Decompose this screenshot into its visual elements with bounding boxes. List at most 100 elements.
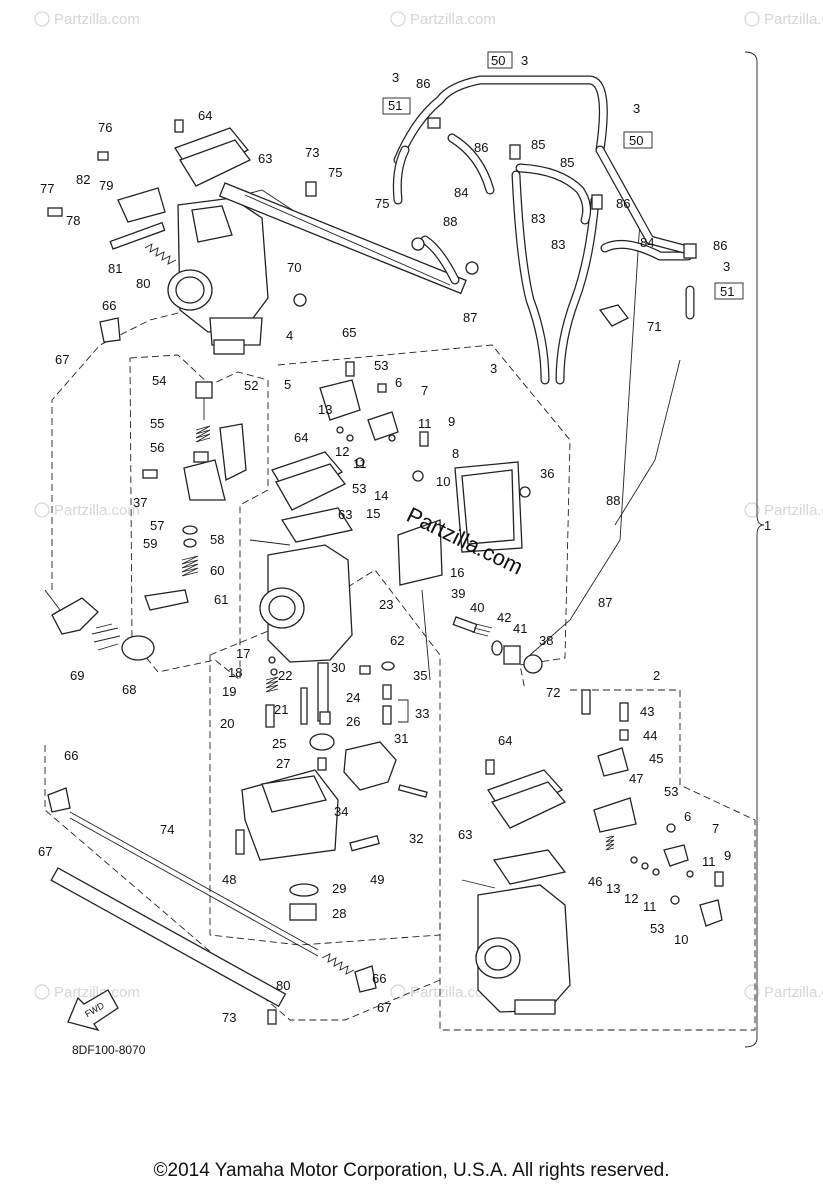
spring-80-upper [144, 243, 177, 265]
callout-label-53: 53 [352, 481, 366, 496]
leader-line [44, 589, 61, 611]
callout-label-55: 55 [150, 416, 164, 431]
top-cover-63-upper [174, 127, 251, 187]
callout-label-86: 86 [474, 140, 488, 155]
callout-label-70: 70 [287, 260, 301, 275]
watermark-top-right: Partzilla.com [744, 11, 823, 28]
callout-label-6: 6 [684, 809, 691, 824]
upper-carburetor-body [167, 189, 301, 355]
bracket-66-lower [354, 965, 377, 993]
callout-label-46: 46 [588, 874, 602, 889]
joint-86b [509, 144, 521, 160]
callout-label-22: 22 [278, 668, 292, 683]
watermark-layer: Partzilla.com Partzilla.com Partzilla.co… [34, 11, 823, 1001]
callout-label-11: 11 [643, 899, 657, 914]
rail-lower [50, 867, 287, 1008]
callout-label-40: 40 [470, 600, 484, 615]
callout-label-72: 72 [546, 685, 560, 700]
callout-label-20: 20 [220, 716, 234, 731]
leader-line [529, 219, 641, 656]
callout-label-17: 17 [236, 646, 250, 661]
callout-label-54: 54 [152, 373, 166, 388]
callout-label-78: 78 [66, 213, 80, 228]
callout-label-74: 74 [160, 822, 174, 837]
svg-text:Partzilla.com: Partzilla.com [764, 502, 823, 519]
callout-box [487, 51, 513, 69]
callout-box [623, 131, 653, 149]
callout-label-38: 38 [539, 633, 553, 648]
callout-label-32: 32 [409, 831, 423, 846]
middle-carburetor-body [249, 507, 354, 663]
callout-label-14: 14 [374, 488, 388, 503]
callout-label-15: 15 [366, 506, 380, 521]
callout-label-11: 11 [418, 416, 432, 431]
callout-label-44: 44 [643, 728, 657, 743]
callout-label-34: 34 [334, 804, 348, 819]
watermark-low-right: Partzilla.com [744, 984, 823, 1001]
callout-label-31: 31 [394, 731, 408, 746]
sync-shaft-74b [69, 817, 319, 957]
callout-label-83: 83 [551, 237, 565, 252]
watermark-low-left: Partzilla.com [34, 984, 140, 1001]
callout-label-83: 83 [531, 211, 545, 226]
clip-71 [598, 304, 629, 327]
callout-label-62: 62 [390, 633, 404, 648]
callout-label-21: 21 [274, 702, 288, 717]
callout-label-65: 65 [342, 325, 356, 340]
callout-label-86: 86 [416, 76, 430, 91]
screw-10a [412, 470, 424, 482]
svg-text:Partzilla.com: Partzilla.com [410, 984, 496, 1001]
callout-label-86: 86 [713, 238, 727, 253]
callout-label-60: 60 [210, 563, 224, 578]
throttle-stop-bracket-82 [117, 187, 166, 223]
callout-box [382, 97, 411, 115]
left-linkage-parts [142, 381, 247, 611]
screw-64a [174, 119, 184, 133]
callout-label-85: 85 [531, 137, 545, 152]
callout-label-80: 80 [276, 978, 290, 993]
callout-label-66: 66 [372, 971, 386, 986]
callout-label-9: 9 [724, 848, 731, 863]
callout-label-67: 67 [377, 1000, 391, 1015]
group-outline-3-main [277, 344, 571, 691]
callout-label-45: 45 [649, 751, 663, 766]
bracket-66-left [47, 787, 71, 813]
joint-86d [683, 243, 697, 259]
callout-label-3: 3 [633, 101, 640, 116]
watermark-top-mid: Partzilla.com [390, 11, 496, 28]
group-outline-lower-left [44, 745, 441, 1021]
callout-label-51: 51 [388, 98, 402, 113]
callout-label-87: 87 [463, 310, 477, 325]
callout-label-39: 39 [451, 586, 465, 601]
callout-label-58: 58 [210, 532, 224, 547]
screw-76 [97, 151, 109, 161]
callout-label-66: 66 [64, 748, 78, 763]
callout-label-81: 81 [108, 261, 122, 276]
callout-label-76: 76 [98, 120, 112, 135]
callout-label-7: 7 [712, 821, 719, 836]
clip-88a-2 [465, 261, 479, 275]
callout-label-64: 64 [198, 108, 212, 123]
callout-label-56: 56 [150, 440, 164, 455]
callout-label-87: 87 [598, 595, 612, 610]
callout-label-3: 3 [490, 361, 497, 376]
callout-box [714, 282, 744, 300]
group-outline-lower-panel [209, 569, 441, 946]
callout-label-4: 4 [286, 328, 293, 343]
callout-label-75: 75 [328, 165, 342, 180]
callout-label-49: 49 [370, 872, 384, 887]
svg-text:Partzilla.com: Partzilla.com [764, 984, 823, 1001]
callout-label-64: 64 [498, 733, 512, 748]
callout-label-67: 67 [55, 352, 69, 367]
callout-label-3: 3 [723, 259, 730, 274]
callout-label-61: 61 [214, 592, 228, 607]
callout-label-37: 37 [133, 495, 147, 510]
callout-label-47: 47 [629, 771, 643, 786]
callout-label-8: 8 [452, 446, 459, 461]
svg-text:Partzilla.com: Partzilla.com [764, 11, 823, 28]
callout-label-13: 13 [606, 881, 620, 896]
callout-label-63: 63 [258, 151, 272, 166]
watermark-top-left: Partzilla.com [34, 11, 140, 28]
callout-label-71: 71 [647, 319, 661, 334]
callout-label-64: 64 [294, 430, 308, 445]
